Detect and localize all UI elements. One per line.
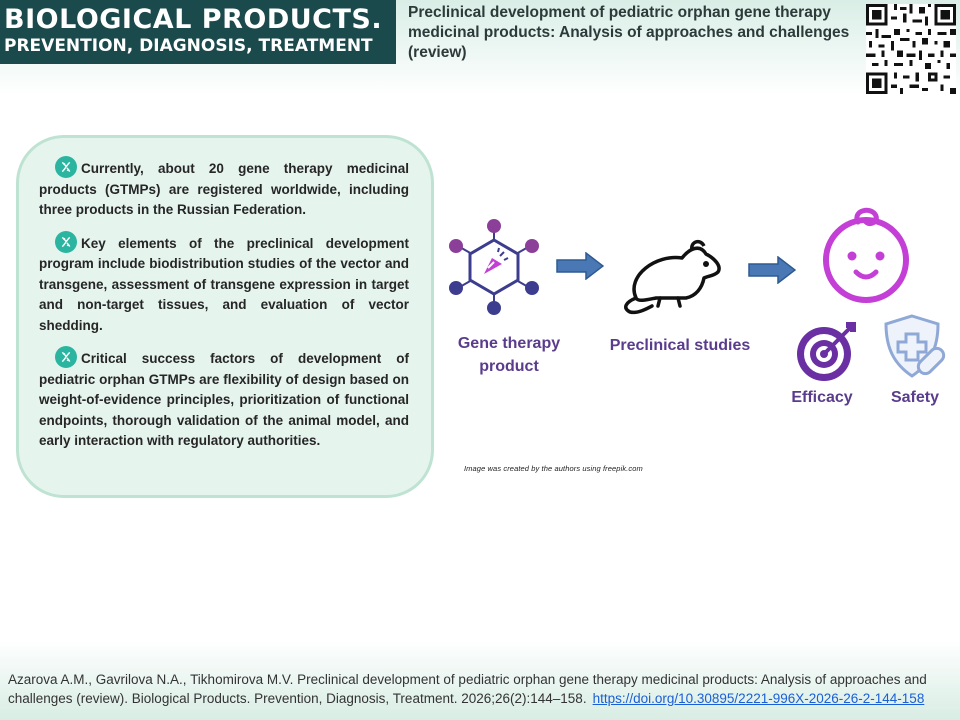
dna-icon bbox=[55, 346, 77, 368]
key-point: Currently, about 20 gene therapy medicin… bbox=[39, 156, 409, 221]
preclinical-studies-label: Preclinical studies bbox=[609, 337, 751, 354]
safety-label: Safety bbox=[890, 389, 940, 406]
citation: Azarova A.M., Gavrilova N.A., Tikhomirov… bbox=[8, 670, 952, 708]
target-icon bbox=[797, 322, 856, 381]
journal-subtitle: PREVENTION, DIAGNOSIS, TREATMENT bbox=[4, 36, 373, 56]
key-point-text: Currently, about 20 gene therapy medicin… bbox=[39, 161, 409, 217]
key-point: Key elements of the preclinical developm… bbox=[39, 230, 409, 337]
gene-therapy-product-icon bbox=[449, 219, 539, 315]
arrow-right-icon bbox=[748, 256, 796, 284]
baby-face-icon bbox=[823, 207, 909, 303]
dna-icon bbox=[55, 156, 77, 178]
key-point-text: Critical success factors of development … bbox=[39, 351, 409, 448]
dna-icon bbox=[55, 230, 77, 253]
arrow-right-icon bbox=[556, 252, 604, 280]
article-title: Preclinical development of pediatric orp… bbox=[408, 4, 850, 61]
key-points-panel: Currently, about 20 gene therapy medicin… bbox=[16, 135, 434, 498]
efficacy-label: Efficacy bbox=[791, 389, 853, 406]
doi-link[interactable]: https://doi.org/10.30895/2221-996X-2026-… bbox=[592, 691, 925, 706]
gene-therapy-product-label: Gene therapy product bbox=[457, 335, 561, 375]
shield-medicine-icon bbox=[884, 314, 946, 378]
journal-title: BIOLOGICAL PRODUCTS. bbox=[4, 4, 383, 35]
image-credit: Image was created by the authors using f… bbox=[464, 464, 643, 473]
citation-text: Azarova A.M., Gavrilova N.A., Tikhomirov… bbox=[8, 672, 927, 706]
mouse-icon bbox=[624, 239, 721, 315]
key-point-text: Key elements of the preclinical developm… bbox=[39, 235, 409, 333]
key-point: Critical success factors of development … bbox=[39, 346, 409, 452]
qr-code-icon[interactable] bbox=[866, 4, 956, 94]
journal-banner: BIOLOGICAL PRODUCTS. PREVENTION, DIAGNOS… bbox=[0, 0, 396, 64]
